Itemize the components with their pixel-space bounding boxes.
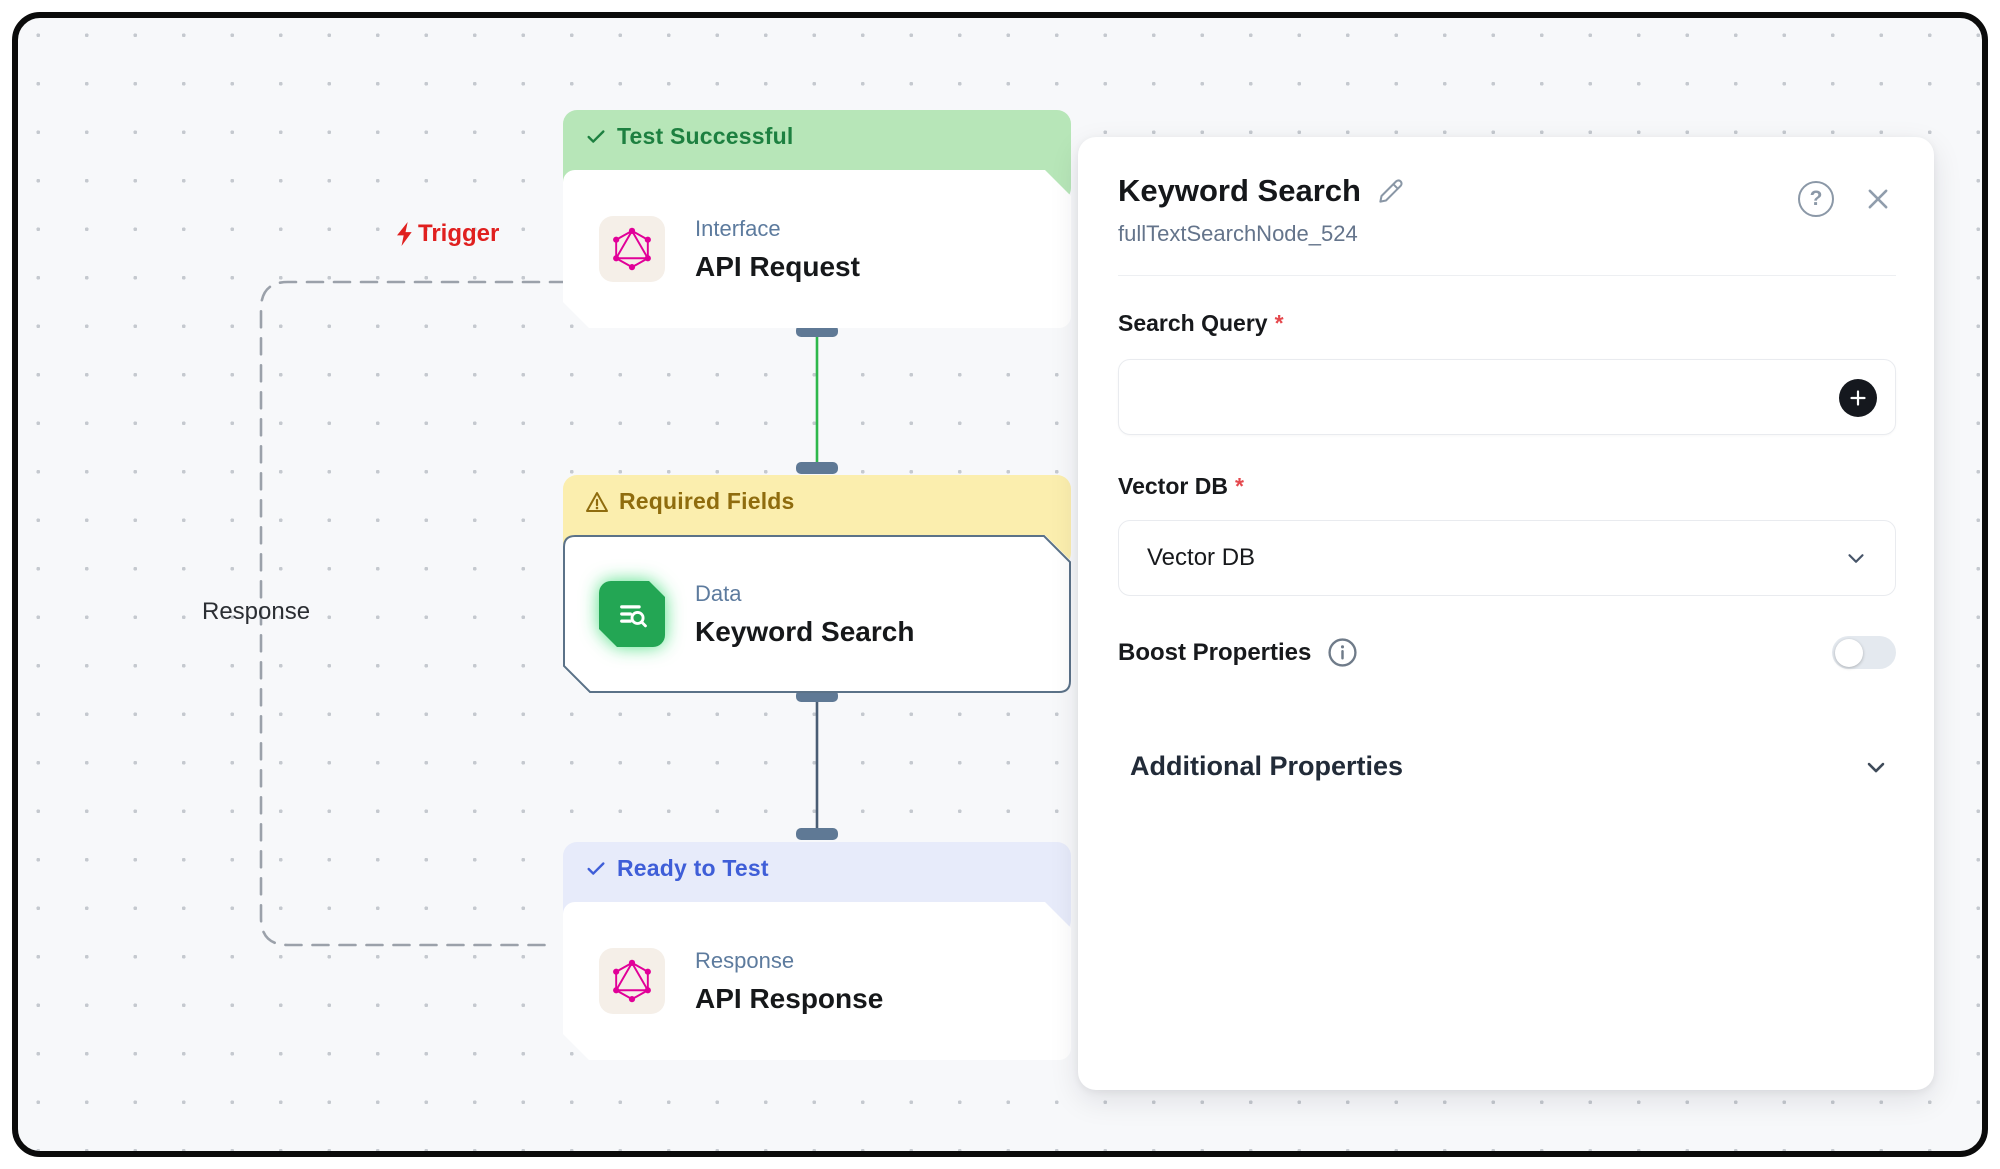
node-title: API Request <box>695 250 860 282</box>
vector-db-select[interactable]: Vector DB <box>1118 520 1896 596</box>
flow-canvas[interactable]: Trigger Response Test Successful <box>18 18 1982 1151</box>
add-variable-button[interactable] <box>1839 379 1877 417</box>
check-icon <box>587 130 605 143</box>
required-asterisk: * <box>1274 310 1284 336</box>
node-title: API Response <box>695 982 884 1014</box>
help-icon[interactable]: ? <box>1798 181 1834 217</box>
search-query-label: Search Query * <box>1118 310 1284 336</box>
connector-handle <box>796 462 838 474</box>
node-category: Interface <box>695 215 781 241</box>
plus-icon <box>1850 390 1866 406</box>
chevron-down-icon <box>1848 554 1864 563</box>
node-category: Data <box>695 580 742 606</box>
connector-handle <box>796 828 838 840</box>
app-window: Trigger Response Test Successful <box>12 12 1988 1157</box>
warning-icon <box>586 492 608 512</box>
search-query-input[interactable] <box>1118 359 1896 435</box>
keyword-search-icon <box>599 581 665 647</box>
graphql-icon <box>599 216 665 282</box>
lightning-icon <box>397 222 412 246</box>
boost-properties-label: Boost Properties <box>1118 638 1312 666</box>
edit-pencil-icon[interactable] <box>1377 178 1404 205</box>
required-asterisk: * <box>1234 473 1244 499</box>
node-title: Keyword Search <box>695 615 915 647</box>
node-category: Response <box>695 947 795 973</box>
boost-properties-toggle[interactable] <box>1832 636 1896 669</box>
info-icon[interactable] <box>1327 637 1358 668</box>
vector-db-label: Vector DB * <box>1118 473 1244 499</box>
graphql-icon <box>599 948 665 1014</box>
check-icon <box>587 862 605 875</box>
additional-properties-title: Additional Properties <box>1130 751 1404 781</box>
trigger-label: Trigger <box>396 220 499 248</box>
chevron-down-icon <box>1867 762 1885 772</box>
panel-title: Keyword Search <box>1118 173 1361 208</box>
node-config-panel: Keyword Search fullTextSearchNode_524 ? <box>1078 137 1934 1090</box>
header-divider <box>1118 275 1896 276</box>
toggle-thumb <box>1835 638 1863 667</box>
close-icon[interactable] <box>1864 185 1892 213</box>
response-label: Response <box>202 598 311 625</box>
additional-properties-section[interactable]: Additional Properties <box>1118 751 1896 782</box>
node-id-label: fullTextSearchNode_524 <box>1118 221 1358 246</box>
